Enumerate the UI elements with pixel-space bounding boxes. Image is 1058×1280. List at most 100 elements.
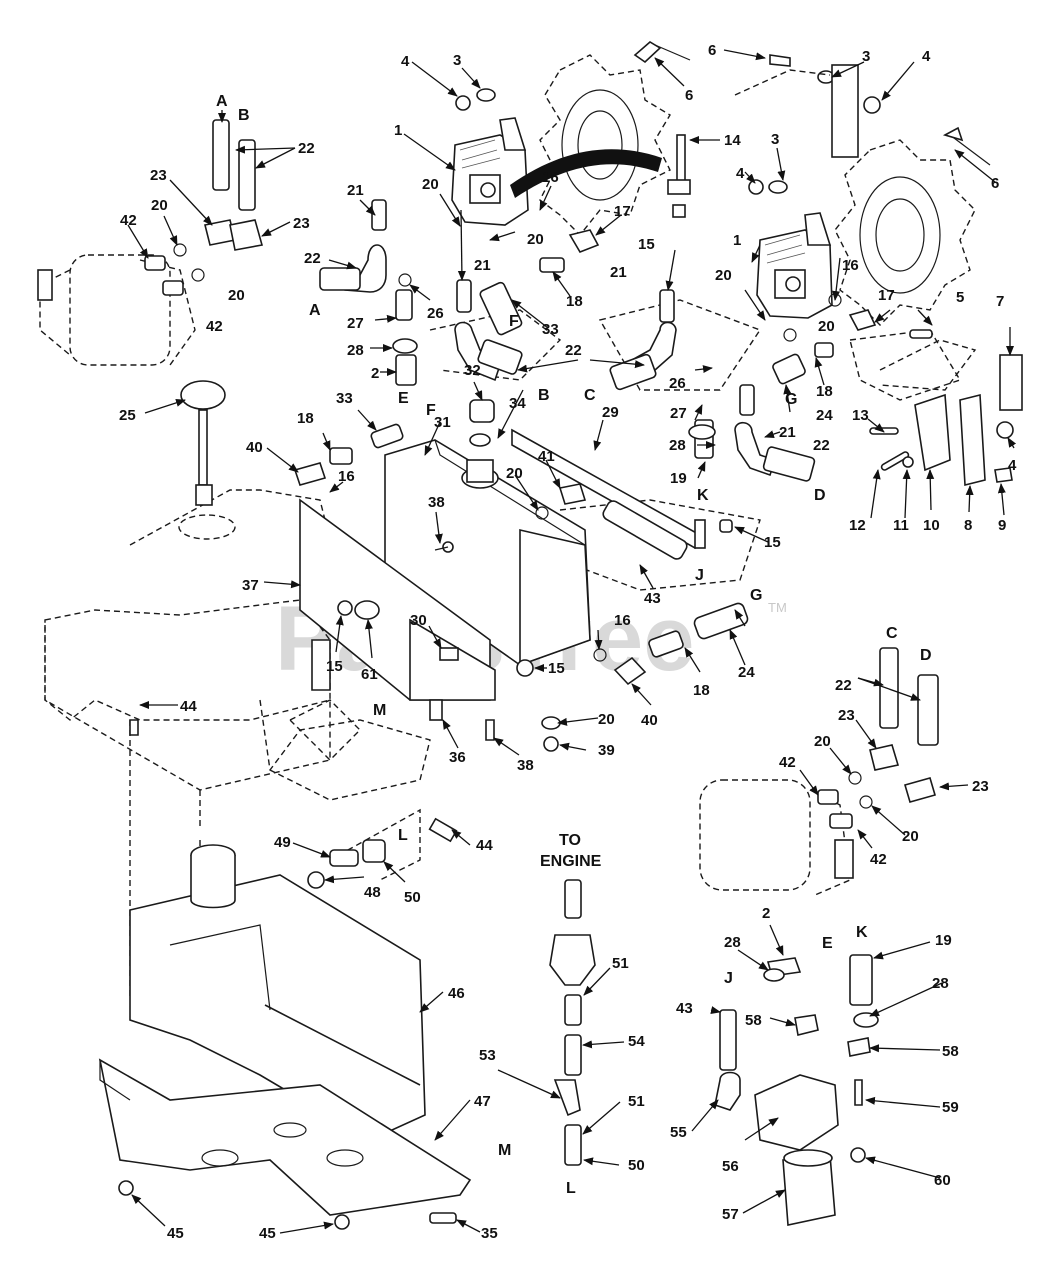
callout-51: 51: [612, 955, 629, 972]
to-engine-label: TO ENGINE: [540, 832, 602, 870]
right-bracket-hardware: [869, 329, 1023, 487]
connection-label-F: F: [509, 313, 519, 330]
callout-30: 30: [410, 612, 427, 629]
hose-fittings-left: [144, 119, 418, 386]
callout-37: 37: [242, 577, 259, 594]
callout-22: 22: [835, 677, 852, 694]
connection-label-M: M: [373, 702, 386, 719]
callout-1: 1: [733, 232, 741, 249]
reservoir-assembly: [293, 399, 749, 752]
callout-20: 20: [422, 176, 439, 193]
callout-4: 4: [736, 165, 745, 182]
callout-53: 53: [479, 1047, 496, 1064]
to-engine-line-2: ENGINE: [540, 853, 602, 870]
callout-23: 23: [293, 215, 310, 232]
callout-28: 28: [347, 342, 364, 359]
callout-6: 6: [708, 42, 716, 59]
connection-label-F: F: [426, 402, 436, 419]
connection-label-K: K: [697, 487, 709, 504]
callout-20: 20: [814, 733, 831, 750]
connection-label-J: J: [695, 567, 704, 584]
callout-57: 57: [722, 1206, 739, 1223]
callout-18: 18: [566, 293, 583, 310]
callout-44: 44: [180, 698, 197, 715]
callout-26: 26: [427, 305, 444, 322]
callout-4: 4: [922, 48, 931, 65]
callout-33: 33: [336, 390, 353, 407]
callout-23: 23: [838, 707, 855, 724]
callout-36: 36: [449, 749, 466, 766]
callout-55: 55: [670, 1124, 687, 1141]
callout-22: 22: [813, 437, 830, 454]
callout-1: 1: [394, 122, 402, 139]
callout-10: 10: [923, 517, 940, 534]
callout-labels: 4 3 6 6 3 4 1 14 3 4 6 A B 22 23 23 42 2…: [119, 42, 1017, 1242]
connection-label-D: D: [814, 487, 826, 504]
connection-label-G: G: [785, 391, 797, 408]
callout-60: 60: [934, 1172, 951, 1189]
callout-2: 2: [762, 905, 770, 922]
callout-56: 56: [722, 1158, 739, 1175]
callout-29: 29: [602, 404, 619, 421]
callout-50: 50: [404, 889, 421, 906]
callout-43: 43: [644, 590, 661, 607]
callout-16: 16: [842, 257, 859, 274]
callout-12: 12: [849, 517, 866, 534]
callout-18: 18: [297, 410, 314, 427]
fuel-tank: [98, 844, 472, 1230]
hydraulic-motor-left: [37, 254, 196, 366]
callout-17: 17: [878, 287, 895, 304]
connection-label-M: M: [498, 1142, 511, 1159]
callout-50: 50: [628, 1157, 645, 1174]
callout-11: 11: [893, 517, 909, 534]
callout-23: 23: [972, 778, 989, 795]
callout-42: 42: [779, 754, 796, 771]
wheel-gear-left: [539, 54, 671, 237]
callout-6: 6: [991, 175, 999, 192]
callout-42: 42: [206, 318, 223, 335]
connection-label-B: B: [538, 387, 550, 404]
callout-58: 58: [745, 1012, 762, 1029]
hose-fittings-middle: [454, 229, 877, 482]
connection-label-G: G: [750, 587, 762, 604]
leader-lines: [127, 49, 1017, 1234]
fuel-filter-line: [129, 719, 596, 1166]
callout-15: 15: [326, 658, 343, 675]
callout-28: 28: [669, 437, 686, 454]
callout-6: 6: [685, 87, 693, 104]
connection-label-A: A: [216, 93, 228, 110]
callout-21: 21: [610, 264, 627, 281]
callout-3: 3: [771, 131, 779, 148]
callout-20: 20: [598, 711, 615, 728]
callout-45: 45: [167, 1225, 184, 1242]
callout-19: 19: [935, 932, 952, 949]
callout-26: 26: [669, 375, 686, 392]
connection-label-J: J: [724, 970, 733, 987]
callout-21: 21: [474, 257, 491, 274]
callout-22: 22: [565, 342, 582, 359]
callout-28: 28: [724, 934, 741, 951]
hydraulic-motor-right: [699, 779, 854, 896]
callout-3: 3: [862, 48, 870, 65]
callout-39: 39: [598, 742, 615, 759]
callout-48: 48: [364, 884, 381, 901]
callout-47: 47: [474, 1093, 491, 1110]
control-linkage: [510, 149, 662, 198]
filter-assembly: [714, 954, 879, 1226]
top-hardware: [455, 41, 991, 218]
callout-33: 33: [542, 321, 559, 338]
callout-7: 7: [996, 293, 1004, 310]
callout-38: 38: [517, 757, 534, 774]
connection-label-C: C: [584, 387, 596, 404]
callout-20: 20: [715, 267, 732, 284]
callout-22: 22: [304, 250, 321, 267]
callout-25: 25: [119, 407, 136, 424]
callout-21: 21: [779, 424, 796, 441]
connection-label-E: E: [398, 390, 409, 407]
callout-43: 43: [676, 1000, 693, 1017]
callout-42: 42: [870, 851, 887, 868]
callout-35: 35: [481, 1225, 498, 1242]
callout-54: 54: [628, 1033, 645, 1050]
callout-9: 9: [998, 517, 1006, 534]
callout-27: 27: [347, 315, 364, 332]
